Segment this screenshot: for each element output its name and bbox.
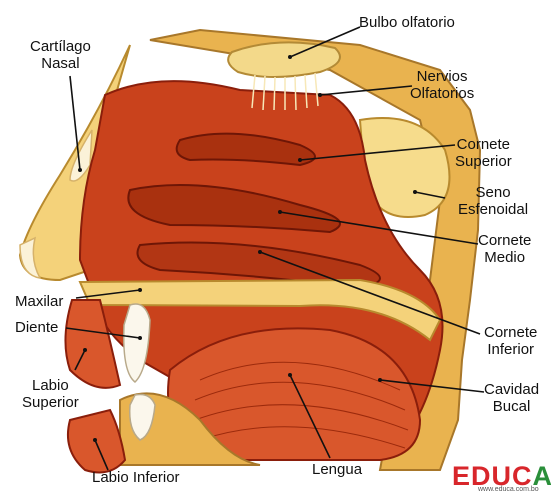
label-labio-sup-line2: Superior bbox=[22, 394, 79, 411]
label-cornete-inf-line1: Cornete bbox=[484, 324, 537, 341]
olfactory-bulb bbox=[228, 42, 340, 77]
label-maxilar: Maxilar bbox=[15, 293, 63, 310]
label-nervios-line1: Nervios bbox=[410, 68, 474, 85]
label-cartilago-line1: Cartílago bbox=[30, 38, 91, 55]
label-cornete-inf-line2: Inferior bbox=[484, 341, 537, 358]
label-cornete-sup-line2: Superior bbox=[455, 153, 512, 170]
label-cartilago-line2: Nasal bbox=[30, 55, 91, 72]
label-seno-line1: Seno bbox=[458, 184, 528, 201]
label-lengua: Lengua bbox=[312, 461, 362, 478]
label-bulbo-olfatorio: Bulbo olfatorio bbox=[359, 14, 455, 31]
label-nervios-olfatorios: Nervios Olfatorios bbox=[410, 68, 474, 102]
label-labio-superior: Labio Superior bbox=[22, 377, 79, 411]
label-cornete-superior: Cornete Superior bbox=[455, 136, 512, 170]
label-seno-line2: Esfenoidal bbox=[458, 201, 528, 218]
label-seno-esfenoidal: Seno Esfenoidal bbox=[458, 184, 528, 218]
label-cornete-inferior: Cornete Inferior bbox=[484, 324, 537, 358]
label-cornete-sup-line1: Cornete bbox=[455, 136, 512, 153]
upper-tooth bbox=[124, 304, 150, 382]
label-cornete-medio-line1: Cornete bbox=[478, 232, 531, 249]
label-cavidad-bucal: Cavidad Bucal bbox=[484, 381, 539, 415]
label-labio-sup-line1: Labio bbox=[22, 377, 79, 394]
label-cornete-medio: Cornete Medio bbox=[478, 232, 531, 266]
logo-website: www.educa.com.bo bbox=[478, 486, 539, 494]
label-labio-inferior: Labio Inferior bbox=[92, 469, 180, 486]
label-cavidad-line2: Bucal bbox=[484, 398, 539, 415]
label-nervios-line2: Olfatorios bbox=[410, 85, 474, 102]
label-cornete-medio-line2: Medio bbox=[478, 249, 531, 266]
label-cartilago-nasal: Cartílago Nasal bbox=[30, 38, 91, 72]
label-diente: Diente bbox=[15, 319, 58, 336]
label-cavidad-line1: Cavidad bbox=[484, 381, 539, 398]
